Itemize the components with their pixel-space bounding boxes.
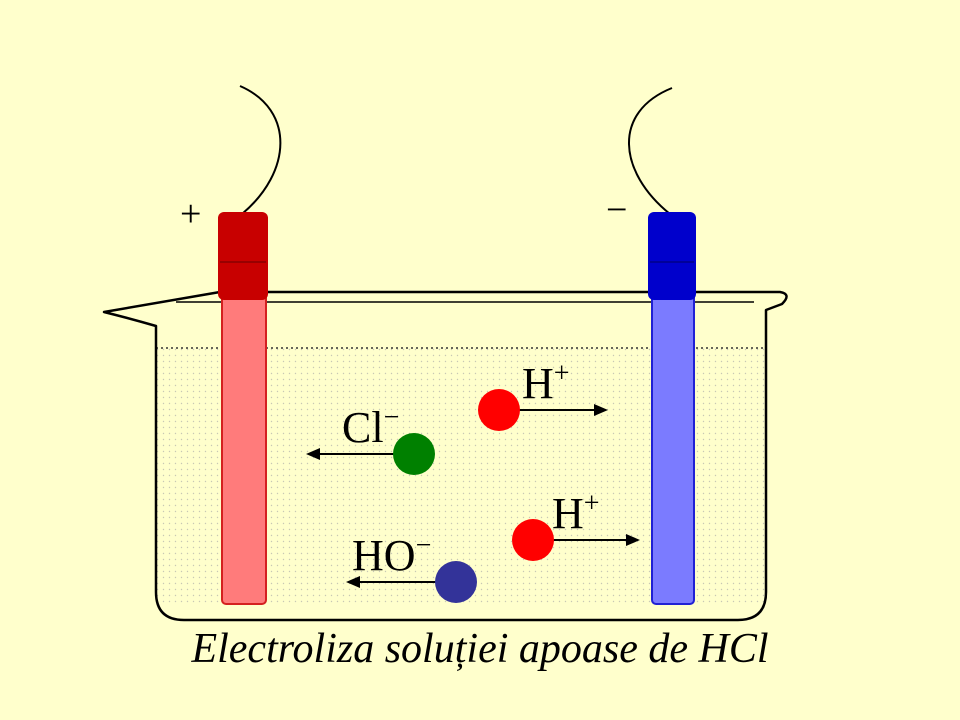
ion-ho-minus: HO− [346,530,477,603]
anode-rod [221,285,267,605]
anode-wire [239,85,282,215]
anode-sign: + [180,193,201,235]
arrowhead-h-plus-1 [594,404,608,416]
cathode-wire [628,87,673,215]
ion-label-h-plus-1: H+ [522,358,570,408]
ion-h-plus-1: H+ [478,358,608,431]
beaker [102,290,788,622]
cathode-electrode [648,212,696,605]
ion-dot-h-plus-1 [478,389,520,431]
arrowhead-h-plus-2 [626,534,640,546]
cathode-sign: − [606,189,627,231]
anode-cap [218,212,268,300]
ion-dot-cl-minus [393,433,435,475]
ion-label-h-plus-2: H+ [552,488,600,538]
ion-label-ho-minus: HO− [352,530,431,580]
ion-dot-ho-minus [435,561,477,603]
anode-electrode [218,212,268,605]
ion-label-cl-minus: Cl− [342,402,399,452]
caption: Electroliza soluției apoase de HCl [191,626,769,672]
cathode-cap [648,212,696,300]
arrowhead-ho-minus [346,576,360,588]
ion-cl-minus: Cl− [306,402,435,475]
ion-h-plus-2: H+ [512,488,640,561]
arrowhead-cl-minus [306,448,320,460]
ion-dot-h-plus-2 [512,519,554,561]
cathode-rod [651,285,695,605]
